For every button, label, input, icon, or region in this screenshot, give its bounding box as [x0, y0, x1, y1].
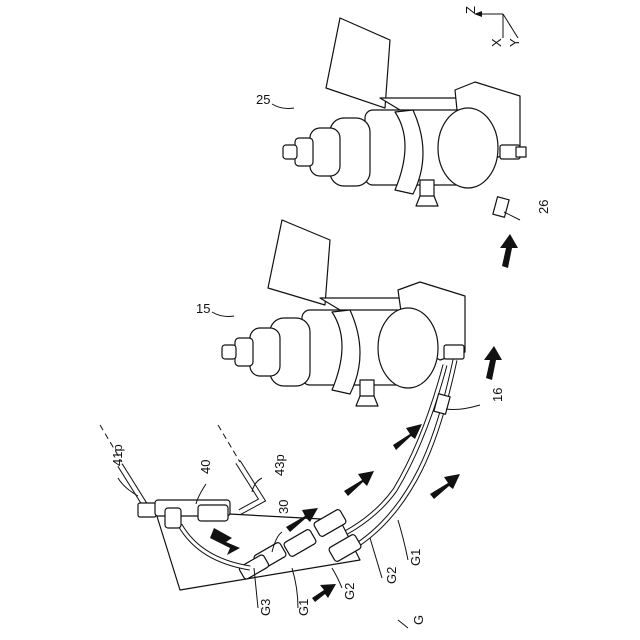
- ref-label-26: 26: [536, 200, 551, 214]
- axis-x-label: X: [489, 38, 504, 47]
- flow-arrow: [500, 234, 518, 268]
- plate-25: [326, 18, 390, 108]
- pipe-43p: [218, 425, 262, 512]
- ref-label-G1-b: G1: [408, 549, 423, 566]
- pipe-41p: [100, 425, 156, 517]
- ref-label-40: 40: [198, 460, 213, 474]
- manifold-G: [155, 509, 362, 590]
- ref-label-G2-b: G2: [384, 567, 399, 584]
- plate-15: [268, 220, 330, 305]
- ref-label-41p: 41p: [110, 444, 125, 466]
- ref-label-43p: 43p: [272, 454, 287, 476]
- ref-label-25: 25: [256, 92, 270, 107]
- axis-indicator: Z X Y: [463, 6, 522, 47]
- flow-arrow: [484, 346, 502, 380]
- flow-arrow: [312, 584, 336, 602]
- axis-z-label: Z: [463, 6, 478, 14]
- ref-label-30: 30: [276, 500, 291, 514]
- unit-15: [222, 220, 465, 406]
- ref-label-15: 15: [196, 301, 210, 316]
- ref-label-G1-a: G1: [296, 599, 311, 616]
- ref-label-G3: G3: [258, 599, 273, 616]
- ref-label-16: 16: [490, 388, 505, 402]
- ref-label-G2-a: G2: [342, 583, 357, 600]
- axis-y-label: Y: [507, 38, 522, 47]
- flow-arrow: [344, 471, 374, 496]
- ref-label-G: G: [411, 615, 426, 625]
